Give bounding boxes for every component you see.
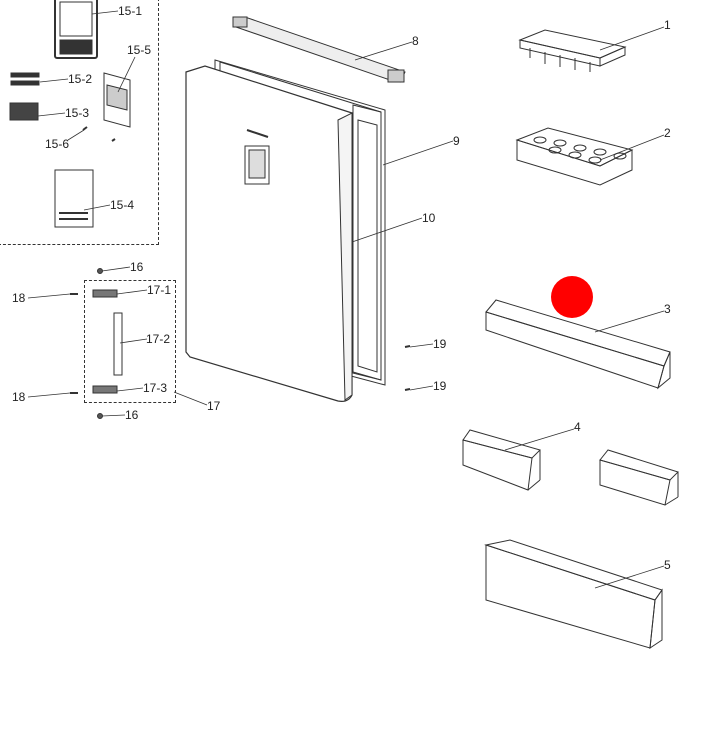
part-8-top-cap	[232, 16, 406, 83]
part-15-2-strips	[10, 72, 40, 86]
part-10-door	[185, 65, 353, 402]
label-17-1: 17-1	[147, 283, 172, 297]
label-17: 17	[207, 399, 221, 413]
label-8: 8	[412, 34, 419, 48]
label-9: 9	[453, 134, 460, 148]
label-17-2: 17-2	[146, 332, 171, 346]
label-15-4: 15-4	[110, 198, 135, 212]
label-3: 3	[664, 302, 671, 316]
part-15-3-keypad	[9, 102, 39, 121]
part-5-door-shelf	[484, 539, 663, 650]
label-5: 5	[664, 558, 671, 572]
label-10: 10	[422, 211, 436, 225]
label-4: 4	[574, 420, 581, 434]
label-1: 1	[664, 18, 671, 32]
leader-lines	[27, 10, 665, 589]
red-marker-dot	[551, 276, 593, 318]
label-15-5: 15-5	[127, 43, 152, 57]
part-15-1-display-panel	[54, 0, 98, 59]
label-15-1: 15-1	[118, 4, 143, 18]
assembly-group-15-box	[0, 0, 159, 245]
label-15-2: 15-2	[68, 72, 93, 86]
part-2-egg-tray	[515, 127, 634, 186]
assembly-group-17-box	[84, 280, 176, 403]
part-15-5-board	[103, 72, 131, 128]
label-15-3: 15-3	[65, 106, 90, 120]
label-2: 2	[664, 126, 671, 140]
label-19-bottom: 19	[433, 379, 447, 393]
label-15-6: 15-6	[45, 137, 70, 151]
label-16-bottom: 16	[125, 408, 139, 422]
label-18-top: 18	[12, 291, 26, 305]
part-1-ice-tray	[518, 29, 627, 72]
part-3-door-shelf	[485, 299, 671, 390]
label-18-bottom: 18	[12, 390, 26, 404]
part-4-bin-right	[599, 449, 679, 506]
label-19-top: 19	[433, 337, 447, 351]
part-15-4-manual	[54, 169, 94, 228]
label-17-3: 17-3	[143, 381, 168, 395]
label-16-top: 16	[130, 260, 144, 274]
part-4-bin-left	[462, 429, 541, 491]
